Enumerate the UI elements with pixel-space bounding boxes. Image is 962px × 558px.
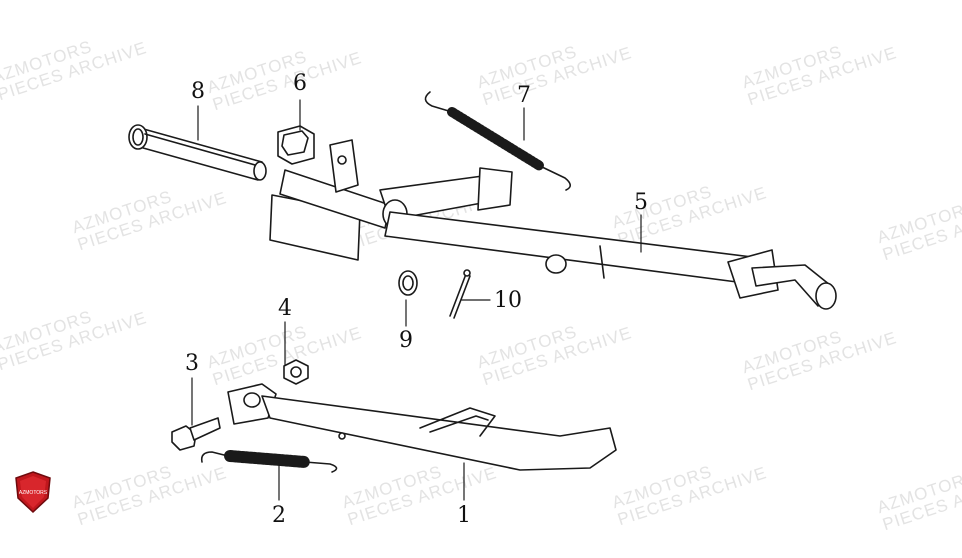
callout-9: 9 (399, 328, 413, 353)
part-6-rubber-stop (277, 125, 315, 165)
callout-8: 8 (191, 79, 205, 104)
part-10-cotter-pin (449, 269, 471, 319)
leader-lines (191, 99, 642, 501)
part-4-nut (283, 359, 309, 385)
part-9-washer (398, 270, 418, 296)
part-1-side-stand (227, 383, 617, 471)
part-7-spring (424, 91, 572, 191)
callout-2: 2 (272, 503, 286, 528)
azmotors-logo: AZMOTORS (15, 471, 51, 514)
part-3-bolt (171, 417, 221, 451)
callout-7: 7 (517, 83, 531, 108)
callout-6: 6 (293, 71, 307, 96)
callout-10: 10 (494, 288, 522, 313)
part-8-pivot-bolt (128, 124, 267, 181)
callout-3: 3 (185, 351, 199, 376)
part-2-spring (200, 450, 338, 473)
part-5-main-stand (269, 139, 837, 310)
callout-5: 5 (634, 190, 648, 215)
callout-4: 4 (278, 296, 292, 321)
logo-text: AZMOTORS (19, 490, 48, 496)
callout-1: 1 (457, 503, 471, 528)
